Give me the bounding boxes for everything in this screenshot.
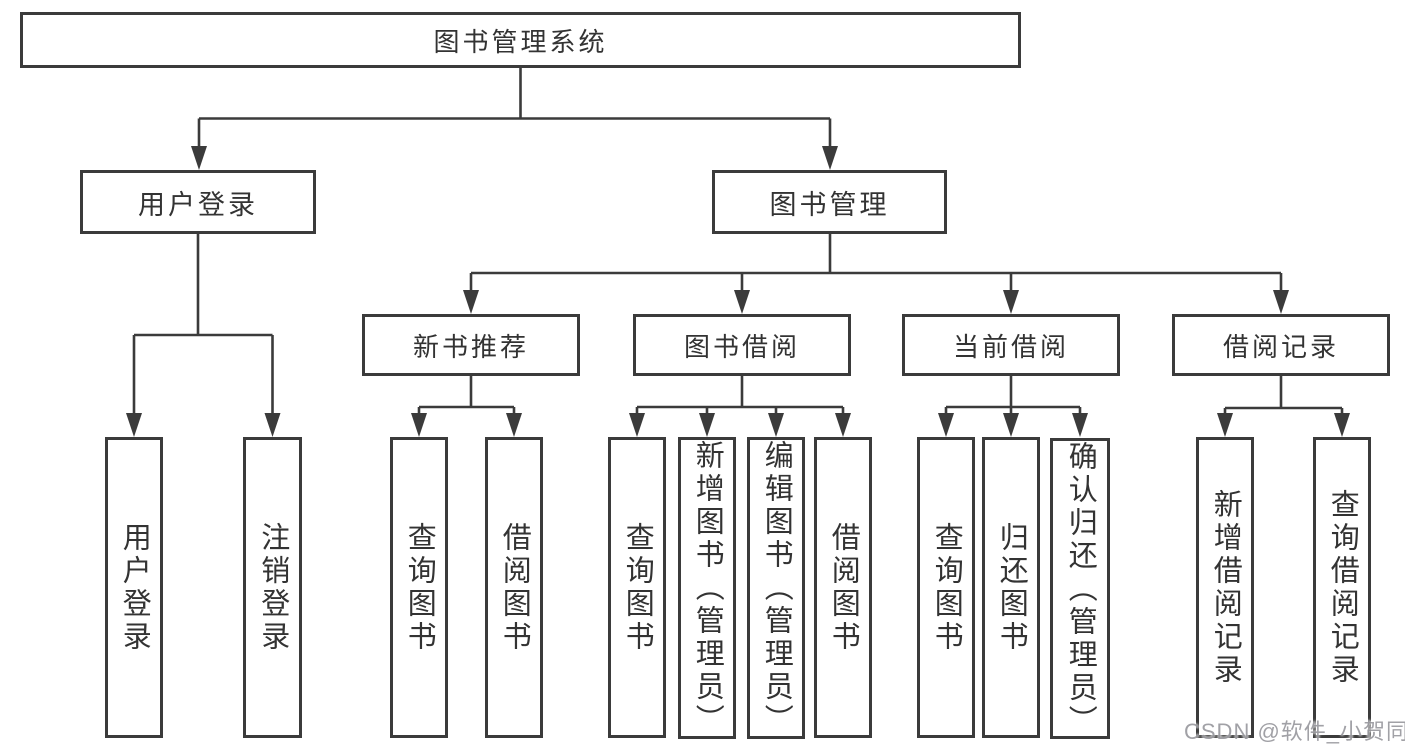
arrowhead-icon [1334, 413, 1350, 437]
leaf-query-borrow-record: 查询借阅记录 [1313, 437, 1371, 738]
arrowhead-icon [1003, 290, 1019, 314]
leaf-logout: 注销登录 [243, 437, 302, 738]
arrowhead-icon [699, 413, 715, 437]
arrowhead-icon [1273, 290, 1289, 314]
arrowhead-icon [506, 413, 522, 437]
leaf-query-books-current: 查询图书 [917, 437, 975, 738]
arrowhead-icon [126, 413, 142, 437]
node-borrow-records: 借阅记录 [1172, 314, 1390, 376]
connector-borrowrecords-to-leaves [1223, 376, 1344, 416]
arrowhead-icon [191, 146, 207, 170]
node-current-borrowing: 当前借阅 [902, 314, 1120, 376]
arrowhead-icon [1003, 413, 1019, 437]
leaf-borrow-books-newbooks: 借阅图书 [485, 437, 543, 738]
node-root-library-management-system: 图书管理系统 [20, 12, 1021, 68]
connector-root-to-level2 [197, 68, 832, 150]
node-new-book-recommend: 新书推荐 [362, 314, 580, 376]
leaf-add-borrow-record: 新增借阅记录 [1196, 437, 1254, 738]
connector-currentborrow-to-leaves [944, 376, 1082, 416]
arrowhead-icon [835, 413, 851, 437]
arrowhead-icon [411, 413, 427, 437]
node-book-borrowing: 图书借阅 [633, 314, 851, 376]
connector-userlogin-to-leaves [132, 234, 274, 416]
arrowhead-icon [1217, 413, 1233, 437]
leaf-confirm-return-admin: 确认归还（管理员） [1050, 438, 1110, 739]
leaf-query-books-borrowing: 查询图书 [608, 437, 666, 738]
arrowhead-icon [463, 290, 479, 314]
arrowhead-icon [938, 413, 954, 437]
arrowhead-icon [734, 290, 750, 314]
connector-bookmgmt-to-level3 [469, 234, 1283, 294]
arrowhead-icon [264, 413, 281, 437]
csdn-watermark: CSDN @软件_小贺同学 [1184, 719, 1405, 744]
leaf-borrow-books-borrowing: 借阅图书 [814, 437, 872, 738]
arrowhead-icon [768, 413, 784, 437]
node-user-login: 用户登录 [80, 170, 316, 234]
leaf-edit-book-admin: 编辑图书（管理员） [747, 437, 805, 739]
leaf-add-book-admin: 新增图书（管理员） [678, 437, 736, 739]
arrowhead-icon [822, 146, 838, 170]
connector-newbooks-to-leaves [417, 376, 516, 416]
connector-bookborrow-to-leaves [635, 376, 845, 416]
leaf-user-login: 用户登录 [105, 437, 163, 738]
arrowhead-icon [1072, 413, 1088, 437]
leaf-query-books-newbooks: 查询图书 [390, 437, 448, 738]
leaf-return-book: 归还图书 [982, 437, 1040, 738]
arrowhead-icon [629, 413, 645, 437]
node-book-management: 图书管理 [712, 170, 947, 234]
